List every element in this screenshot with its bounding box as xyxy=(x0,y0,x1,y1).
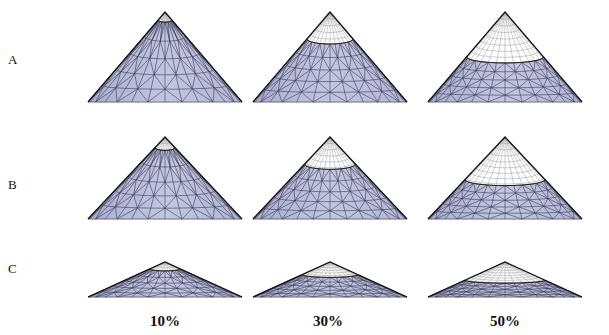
cone-outline xyxy=(428,12,582,102)
cut-edge xyxy=(302,275,357,278)
fine-mesh xyxy=(428,12,582,102)
row-label: A xyxy=(8,53,17,66)
coarse-region xyxy=(253,39,407,102)
fine-mesh xyxy=(428,262,582,297)
cut-edge xyxy=(465,180,545,186)
cut-edge xyxy=(465,280,545,283)
fine-mesh xyxy=(253,262,407,297)
fine-mesh xyxy=(428,137,582,219)
coarse-region xyxy=(428,280,582,297)
cone-outline xyxy=(253,137,407,219)
coarse-mesh xyxy=(428,57,582,102)
cone-outline xyxy=(428,262,582,297)
coarse-mesh xyxy=(428,280,582,297)
cone-outline xyxy=(88,12,242,102)
cut-edge xyxy=(467,57,544,63)
coarse-region xyxy=(88,148,242,219)
fine-mesh xyxy=(253,137,407,219)
row-label: B xyxy=(8,178,17,191)
coarse-mesh xyxy=(253,39,407,102)
cut-edge xyxy=(307,39,353,44)
coarse-region xyxy=(88,20,242,102)
coarse-mesh xyxy=(253,164,407,219)
coarse-region xyxy=(88,269,242,297)
fine-mesh xyxy=(88,12,242,102)
cut-edge xyxy=(150,269,181,271)
fine-mesh xyxy=(88,137,242,219)
column-label: 30% xyxy=(313,314,343,329)
fine-mesh xyxy=(88,262,242,297)
cone-outline xyxy=(253,262,407,297)
coarse-mesh xyxy=(88,269,242,297)
coarse-region xyxy=(253,164,407,219)
coarse-mesh xyxy=(88,20,242,102)
coarse-mesh xyxy=(88,148,242,219)
cut-edge xyxy=(155,148,175,151)
column-label: 10% xyxy=(150,314,180,329)
coarse-region xyxy=(428,57,582,102)
coarse-mesh xyxy=(428,180,582,219)
row-label: C xyxy=(8,262,17,275)
cone-group xyxy=(88,12,582,297)
cone-outline xyxy=(428,137,582,219)
cut-edge xyxy=(305,164,356,169)
column-label: 50% xyxy=(490,314,520,329)
cone-outline xyxy=(88,137,242,219)
cut-edge xyxy=(158,20,172,22)
coarse-region xyxy=(428,180,582,219)
fine-mesh xyxy=(253,12,407,102)
cone-outline xyxy=(88,262,242,297)
cone-outline xyxy=(253,12,407,102)
